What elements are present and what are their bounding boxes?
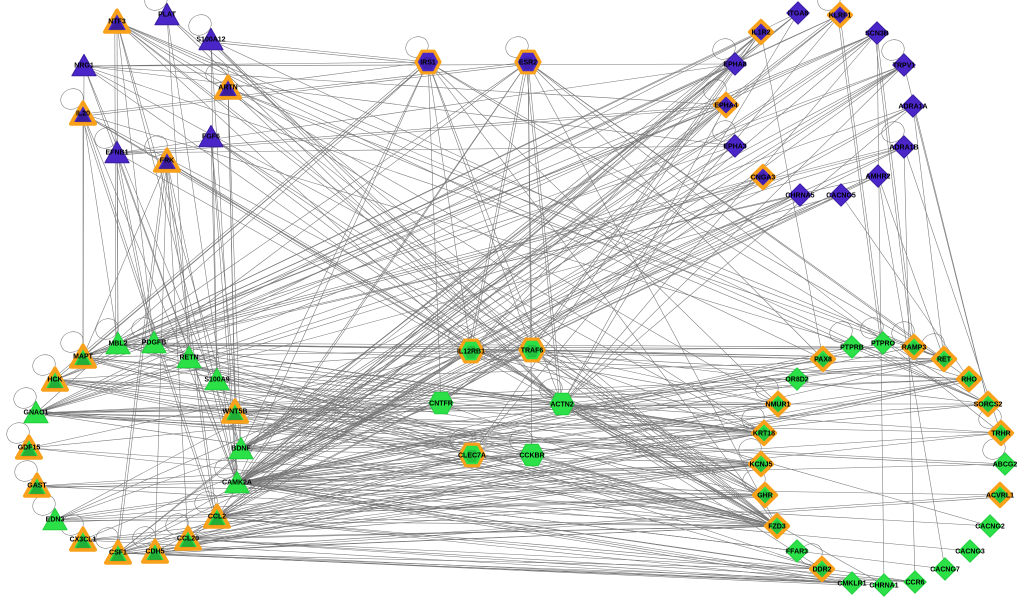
svg-text:KRT18: KRT18 [753, 430, 775, 437]
svg-text:CACNG5: CACNG5 [826, 192, 856, 199]
svg-text:ADRA1B: ADRA1B [889, 144, 918, 151]
svg-text:PTPRB: PTPRB [840, 344, 864, 351]
svg-text:ESR2: ESR2 [519, 59, 537, 66]
svg-text:KLRF1: KLRF1 [829, 12, 852, 19]
svg-text:CLEC7A: CLEC7A [458, 452, 486, 459]
svg-text:RET: RET [937, 356, 952, 363]
svg-text:EFNB1: EFNB1 [106, 150, 129, 157]
svg-text:CCL2: CCL2 [208, 514, 226, 521]
svg-text:PTPRO: PTPRO [871, 340, 896, 347]
svg-text:EDN3: EDN3 [46, 517, 65, 524]
svg-text:OR8D2: OR8D2 [785, 376, 808, 383]
svg-text:IL20: IL20 [76, 111, 90, 118]
svg-text:CCKBR: CCKBR [519, 452, 544, 459]
svg-text:AMHR2: AMHR2 [866, 173, 891, 180]
svg-text:GNAO1: GNAO1 [24, 410, 49, 417]
svg-text:CCL20: CCL20 [177, 536, 199, 543]
svg-text:EPHA3: EPHA3 [723, 143, 746, 150]
svg-text:IL12RB1: IL12RB1 [457, 348, 485, 355]
svg-text:CACNG7: CACNG7 [930, 566, 960, 573]
svg-text:EPHA4: EPHA4 [714, 102, 737, 109]
svg-text:CACNG2: CACNG2 [975, 523, 1005, 530]
svg-text:TRHR: TRHR [991, 430, 1010, 437]
svg-text:TRPV1: TRPV1 [893, 62, 916, 69]
svg-text:CCR6: CCR6 [905, 579, 924, 586]
svg-text:IL1R2: IL1R2 [751, 29, 770, 36]
svg-text:FGF6: FGF6 [202, 134, 220, 141]
svg-text:DDR2: DDR2 [812, 566, 831, 573]
svg-text:ACVRL1: ACVRL1 [986, 492, 1014, 499]
svg-text:WNT5B: WNT5B [223, 409, 248, 416]
svg-text:KCNJ5: KCNJ5 [750, 461, 773, 468]
svg-text:CX3CL1: CX3CL1 [70, 537, 97, 544]
svg-text:CACNG3: CACNG3 [955, 548, 985, 555]
svg-text:FFAR3: FFAR3 [786, 548, 808, 555]
svg-text:CNGA3: CNGA3 [751, 174, 776, 181]
svg-text:BDNF: BDNF [231, 446, 251, 453]
svg-text:NMUR1: NMUR1 [766, 401, 791, 408]
svg-text:ARTN: ARTN [218, 85, 237, 92]
svg-text:SCN3B: SCN3B [865, 30, 889, 37]
svg-text:IRS1: IRS1 [420, 59, 436, 66]
svg-text:S100A12: S100A12 [196, 37, 225, 44]
svg-text:S100A9: S100A9 [204, 377, 229, 384]
svg-text:RHO: RHO [961, 376, 977, 383]
svg-text:FZD3: FZD3 [768, 523, 786, 530]
svg-text:CAMK2A: CAMK2A [222, 480, 252, 487]
svg-text:CSF1: CSF1 [109, 550, 127, 557]
svg-text:NRG1: NRG1 [74, 63, 94, 70]
svg-text:RAMP3: RAMP3 [902, 344, 927, 351]
svg-text:PAX8: PAX8 [814, 356, 832, 363]
svg-text:GDF15: GDF15 [18, 445, 41, 452]
svg-text:CHRNA5: CHRNA5 [785, 192, 814, 199]
svg-text:ADRA1A: ADRA1A [898, 103, 927, 110]
svg-text:CHRNA1: CHRNA1 [869, 582, 898, 589]
svg-text:SORCS2: SORCS2 [974, 401, 1003, 408]
svg-text:EPHA8: EPHA8 [723, 61, 746, 68]
svg-text:TRAF6: TRAF6 [521, 347, 544, 354]
svg-text:ACTN2: ACTN2 [550, 401, 573, 408]
svg-text:NTF3: NTF3 [108, 19, 126, 26]
svg-text:PDGFB: PDGFB [142, 340, 167, 347]
svg-text:HCK: HCK [47, 377, 62, 384]
svg-text:GHR: GHR [757, 492, 773, 499]
svg-text:CMKLR1: CMKLR1 [837, 580, 866, 587]
svg-text:GAST: GAST [27, 483, 47, 490]
svg-text:RETN: RETN [179, 355, 198, 362]
svg-text:PLAT: PLAT [158, 12, 176, 19]
svg-text:MBL2: MBL2 [108, 341, 127, 348]
svg-text:CNTFR: CNTFR [429, 400, 453, 407]
svg-text:ITGA8: ITGA8 [788, 10, 809, 17]
svg-text:MAPT: MAPT [73, 354, 94, 361]
svg-text:CDH5: CDH5 [145, 549, 164, 556]
svg-text:FRK: FRK [160, 158, 174, 165]
svg-text:ABCG2: ABCG2 [993, 461, 1018, 468]
